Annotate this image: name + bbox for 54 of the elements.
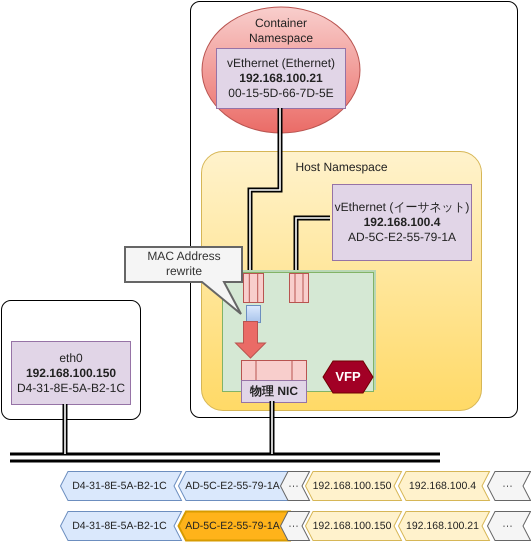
field-value: ···	[501, 479, 514, 494]
namespace-ellipse	[201, 6, 361, 134]
field-value: ···	[501, 519, 514, 534]
ip-address: 192.168.100.21	[238, 71, 324, 86]
callout-text: MAC Address rewrite	[146, 249, 222, 279]
badge-label: VFP	[334, 369, 362, 384]
nic-box	[241, 360, 307, 403]
packet-field	[60, 471, 182, 501]
field-value: 192.168.100.150	[312, 519, 392, 534]
field-value: 192.168.100.150	[312, 479, 392, 494]
nic-label: 物理 NIC	[248, 384, 299, 399]
packet-field	[305, 471, 402, 501]
namespace-label: Host Namespace	[294, 160, 389, 175]
mac-address: 00-15-5D-66-7D-5E	[227, 86, 335, 101]
adapter-box	[332, 184, 472, 261]
machine-frame	[1, 300, 141, 420]
port-block	[243, 273, 264, 303]
adapter-name: vEthernet (イーサネット)	[334, 200, 470, 215]
cable	[248, 108, 282, 270]
packet-field	[178, 471, 290, 501]
packet-field	[487, 511, 531, 541]
packet-field	[60, 511, 182, 541]
adapter-name: vEthernet (Ethernet)	[226, 56, 336, 71]
field-value: AD-5C-E2-55-79-1A	[184, 479, 281, 494]
mac-address: AD-5C-E2-55-79-1A	[346, 230, 458, 245]
field-value: D4-31-8E-5A-B2-1C	[71, 479, 168, 494]
mac-address: D4-31-8E-5A-B2-1C	[16, 380, 126, 396]
rewrite-block	[246, 305, 261, 323]
packet-field	[178, 511, 290, 541]
packet-field	[398, 511, 490, 541]
adapter-box	[216, 48, 346, 109]
packet-field	[487, 471, 531, 501]
packet-field	[280, 511, 310, 541]
field-value: 192.168.100.4	[408, 479, 478, 494]
callout	[124, 246, 244, 316]
packet-field	[305, 511, 402, 541]
ip-address: 192.168.100.4	[362, 215, 442, 230]
field-value: ···	[287, 519, 300, 534]
cable	[62, 404, 68, 454]
cable	[294, 216, 330, 270]
namespace-label: Container Namespace	[248, 16, 314, 46]
port-block	[289, 273, 309, 303]
field-value: ···	[287, 479, 300, 494]
ip-address: 192.168.100.150	[24, 366, 118, 380]
block-arrow	[234, 321, 267, 359]
field-value: D4-31-8E-5A-B2-1C	[71, 519, 168, 534]
field-value: 192.168.100.21	[405, 519, 480, 534]
hexagon-badge	[323, 361, 373, 393]
cable	[270, 401, 274, 454]
field-value: AD-5C-E2-55-79-1A	[184, 519, 281, 534]
packet-field	[280, 471, 310, 501]
adapter-box	[11, 341, 131, 405]
adapter-name: eth0	[58, 350, 84, 366]
packet-field	[398, 471, 490, 501]
